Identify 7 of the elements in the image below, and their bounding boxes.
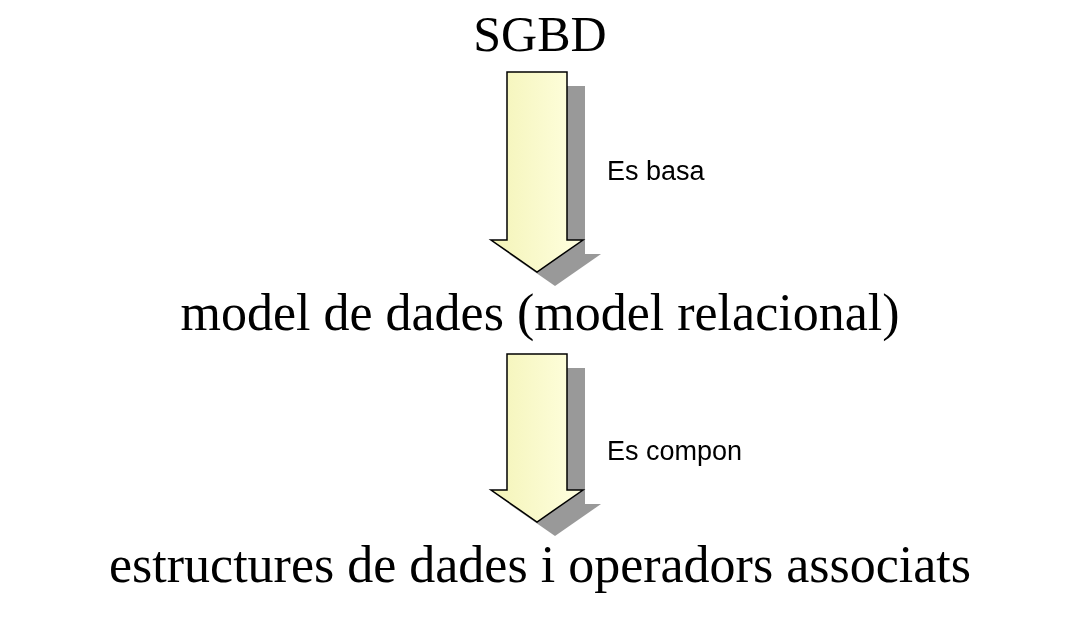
node-text: SGBD [0,2,1080,66]
node-text: estructures de dades i operadors associats [0,528,1080,602]
block-arrow [488,353,601,536]
block-arrow [488,71,601,286]
edge-label: Es compon [607,438,743,465]
node-text: model de dades (model relacional) [0,278,1080,348]
edge-label: Es basa [607,158,705,185]
